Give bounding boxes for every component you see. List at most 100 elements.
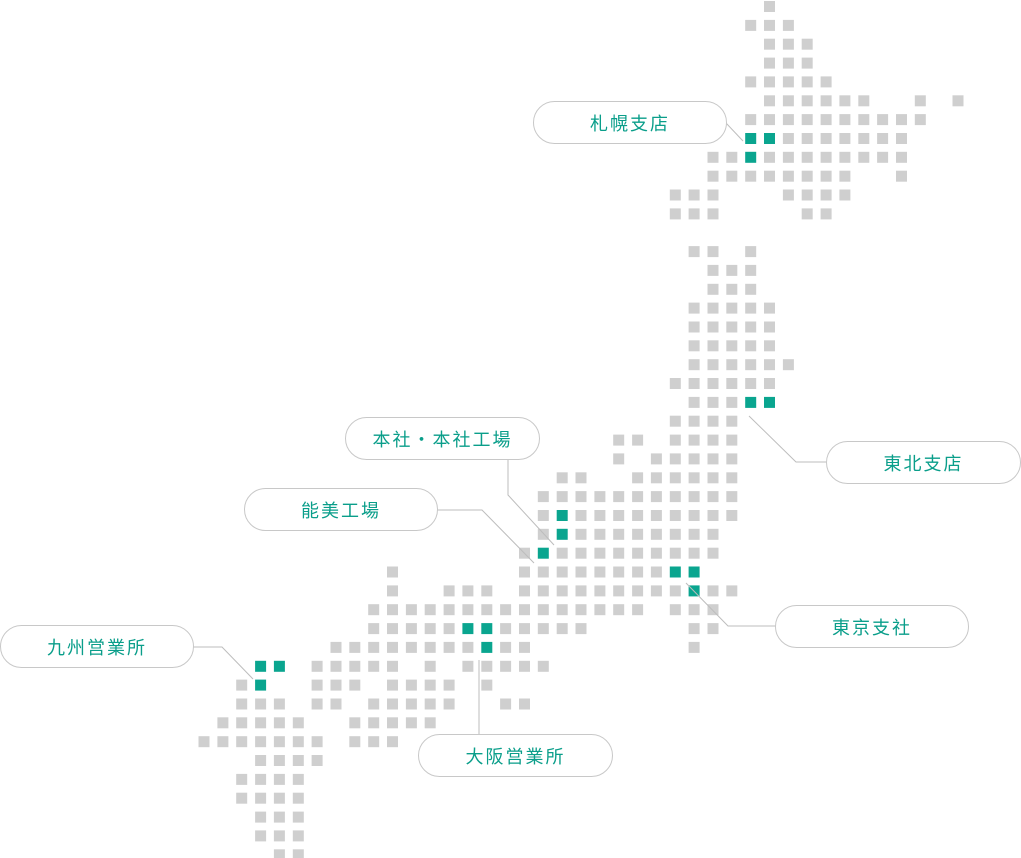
land-cell [462,604,474,616]
land-cell [481,585,493,597]
land-cell [198,736,210,748]
land-cell [405,641,417,653]
land-cell [764,1,775,12]
land-cell [688,378,700,389]
land-cell [650,566,662,578]
land-cell [745,170,757,182]
land-cell [688,604,700,616]
land-cell [726,434,738,446]
office-label-nomi[interactable]: 能美工場 [244,488,438,531]
land-cell [255,755,267,766]
land-cell [292,830,304,842]
land-cell [726,585,738,597]
office-label-osaka[interactable]: 大阪営業所 [418,734,613,777]
land-cell [688,340,700,352]
land-cell [782,76,794,88]
sapporo-leader [725,122,744,142]
land-cell [801,151,813,163]
land-cell [330,641,342,653]
land-cell [726,510,738,521]
land-cell [764,170,775,182]
land-cell [292,773,304,785]
land-cell [801,95,813,107]
office-marker-cell [745,151,757,163]
land-cell [537,528,549,540]
office-label-tokyo[interactable]: 東京支社 [775,605,969,648]
land-cell [556,623,568,635]
land-cell [405,698,417,710]
land-cell [764,19,775,31]
land-cell [368,641,380,653]
land-cell [632,434,644,446]
land-cell [405,717,417,729]
office-marker-cell [255,679,267,691]
land-cell [575,528,587,540]
office-label-honsha[interactable]: 本社・本社工場 [345,417,540,460]
land-cell [839,189,851,201]
land-cell [688,472,700,484]
land-cell [858,133,870,144]
land-cell [273,792,285,804]
land-cell [820,189,832,201]
land-cell [896,114,907,126]
land-cell [726,340,738,352]
land-cell [613,491,625,503]
land-cell [387,623,398,635]
land-cell [311,679,323,691]
land-cell [896,151,907,163]
land-cell [311,755,323,766]
land-cell [745,76,757,88]
land-cell [801,208,813,220]
land-cell [726,378,738,389]
land-cell [764,151,775,163]
land-cell [236,773,248,785]
land-cell [556,585,568,597]
land-cell [726,396,738,408]
land-cell [764,302,775,314]
land-cell [669,491,681,503]
land-cell [707,396,719,408]
land-cell [613,547,625,559]
land-cell [877,151,889,163]
land-cell [500,660,512,672]
land-cell [349,736,361,748]
land-cell [745,321,757,333]
land-cell [387,566,398,578]
land-cell [669,189,681,201]
land-cell [782,133,794,144]
office-label-tohoku[interactable]: 東北支店 [826,441,1021,484]
land-cell [575,472,587,484]
land-cell [632,528,644,540]
land-cell [745,114,757,126]
office-marker-cell [537,547,549,559]
land-cell [594,491,606,503]
kyushu-leader [193,646,254,680]
land-cell [839,114,851,126]
land-cell [707,170,719,182]
land-cell [481,679,493,691]
land-cell [801,76,813,88]
office-label-sapporo[interactable]: 札幌支店 [533,101,727,144]
land-cell [575,510,587,521]
land-cell [688,547,700,559]
land-cell [764,340,775,352]
land-cell [764,95,775,107]
land-cell [782,38,794,50]
land-cell [688,189,700,201]
land-cell [688,623,700,635]
land-cell [387,641,398,653]
office-label-kyushu[interactable]: 九州営業所 [0,625,194,668]
land-cell [613,604,625,616]
land-cell [669,415,681,427]
land-cell [632,566,644,578]
land-cell [669,434,681,446]
land-cell [613,585,625,597]
land-cell [594,585,606,597]
land-cell [632,472,644,484]
land-cell [424,641,436,653]
land-cell [443,641,455,653]
land-cell [575,547,587,559]
land-cell [782,114,794,126]
land-cell [556,472,568,484]
